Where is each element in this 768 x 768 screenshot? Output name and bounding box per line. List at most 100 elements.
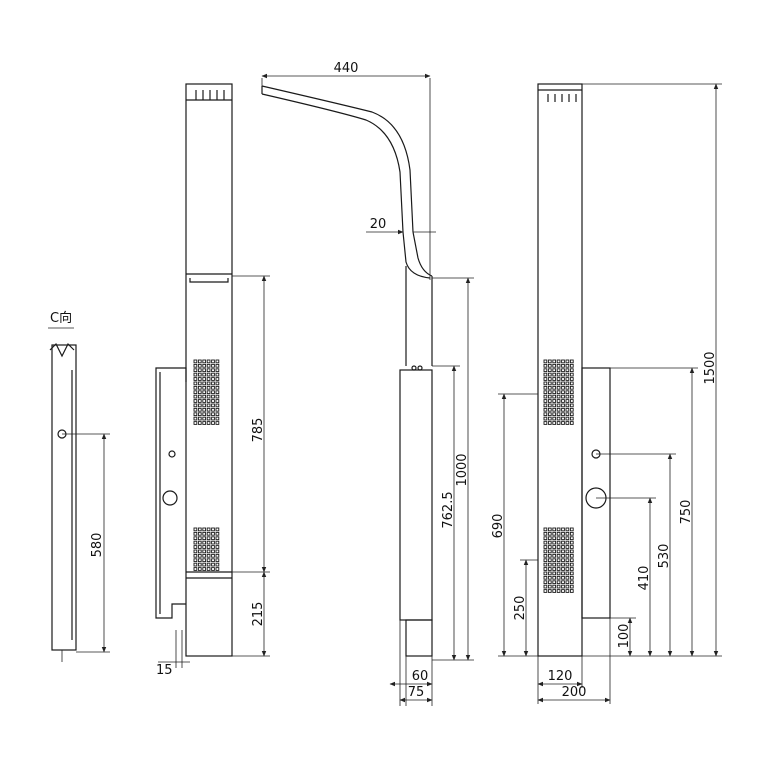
nozzle-cell — [543, 575, 548, 580]
nozzle-cell — [193, 531, 198, 536]
nozzle-cell — [552, 540, 557, 545]
nozzle-cell — [211, 545, 215, 549]
nozzle-cell — [206, 359, 211, 364]
nozzle-cell — [206, 390, 211, 395]
nozzle-cell — [569, 553, 574, 558]
nozzle-cell — [211, 372, 215, 377]
nozzle-cell — [202, 531, 207, 536]
nozzle-cell — [547, 363, 552, 368]
nozzle-cell — [211, 531, 215, 536]
nozzle-cell — [552, 527, 557, 532]
nozzle-cell — [197, 399, 202, 403]
nozzle-cell — [215, 536, 220, 541]
arm-body — [399, 369, 433, 621]
nozzle-cell — [569, 575, 574, 580]
nozzle-cell — [565, 394, 570, 399]
nozzle-cell — [569, 571, 574, 576]
nozzle-cell — [215, 540, 220, 545]
nozzle-cell — [552, 377, 557, 381]
nozzle-cell — [556, 399, 561, 403]
arm-view: 440 20 1000 762.5 60 75 — [261, 61, 474, 706]
nozzle-cell — [565, 368, 570, 373]
nozzle-cell — [197, 421, 202, 425]
dim-762-label: 762.5 — [441, 491, 456, 528]
nozzle-cell — [569, 545, 574, 549]
nozzle-cell — [211, 527, 215, 532]
nozzle-cell — [565, 390, 570, 395]
nozzle-cell — [206, 536, 211, 541]
dim-580-label: 580 — [90, 533, 105, 558]
nozzle-cell — [565, 584, 570, 589]
nozzle-cell — [569, 531, 574, 536]
nozzle-cell — [202, 359, 207, 364]
nozzle-cell — [552, 368, 557, 373]
nozzle-cell — [547, 545, 552, 549]
nozzle-cell — [561, 589, 565, 593]
nozzle-cell — [565, 575, 570, 580]
nozzle-cell — [211, 394, 215, 399]
nozzle-cell — [215, 363, 220, 368]
nozzle-cell — [215, 567, 220, 571]
nozzle-cell — [556, 553, 561, 558]
nozzle-cell — [543, 381, 548, 386]
nozzle-cell — [547, 385, 552, 390]
nozzle-cell — [206, 403, 211, 408]
nozzle-cell — [193, 549, 198, 554]
nozzle-cell — [206, 394, 211, 399]
nozzle-cell — [202, 394, 207, 399]
nozzle-cell — [193, 421, 198, 425]
front-top-vents — [547, 94, 577, 102]
dim-215-label: 215 — [251, 602, 266, 627]
nozzle-cell — [193, 368, 198, 373]
side-panel-large-hole — [162, 490, 178, 506]
nozzle-cell — [552, 531, 557, 536]
nozzle-cell — [211, 553, 215, 558]
nozzle-cell — [556, 545, 561, 549]
nozzle-cell — [215, 385, 220, 390]
nozzle-cell — [211, 403, 215, 408]
nozzle-cell — [569, 403, 574, 408]
nozzle-cell — [211, 558, 215, 563]
nozzle-cell — [569, 412, 574, 417]
nozzle-cell — [543, 368, 548, 373]
nozzle-cell — [547, 553, 552, 558]
nozzle-cell — [561, 571, 565, 576]
nozzle-cell — [543, 562, 548, 567]
nozzle-cell — [561, 403, 565, 408]
dim-1500-label: 1500 — [703, 351, 718, 384]
dim-1000-label: 1000 — [455, 453, 470, 486]
nozzle-cell — [561, 545, 565, 549]
side-top-vents — [195, 90, 225, 100]
nozzle-cell — [565, 527, 570, 532]
nozzle-cell — [569, 407, 574, 412]
nozzle-cell — [556, 527, 561, 532]
nozzle-cell — [561, 394, 565, 399]
nozzle-cell — [547, 527, 552, 532]
nozzle-cell — [202, 381, 207, 386]
nozzle-cell — [552, 363, 557, 368]
nozzle-cell — [547, 558, 552, 563]
nozzle-cell — [215, 412, 220, 417]
nozzle-cell — [215, 562, 220, 567]
nozzle-cell — [211, 421, 215, 425]
arm-outer-edge — [261, 85, 414, 233]
nozzle-cell — [206, 545, 211, 549]
nozzle-cell — [202, 527, 207, 532]
nozzle-cell — [556, 531, 561, 536]
nozzle-cell — [211, 536, 215, 541]
nozzle-cell — [552, 421, 557, 425]
nozzle-cell — [552, 545, 557, 549]
nozzle-cell — [565, 359, 570, 364]
nozzle-cell — [211, 416, 215, 421]
nozzle-cell — [543, 416, 548, 421]
nozzle-cell — [561, 575, 565, 580]
nozzle-cell — [202, 407, 207, 412]
nozzle-cell — [211, 385, 215, 390]
nozzle-cell — [556, 394, 561, 399]
nozzle-cell — [206, 416, 211, 421]
nozzle-cell — [197, 549, 202, 554]
nozzle-cell — [202, 385, 207, 390]
front-view: 1500 750 530 410 100 690 250 120 200 — [491, 83, 722, 704]
front-side-panel — [581, 367, 611, 619]
nozzle-cell — [206, 531, 211, 536]
